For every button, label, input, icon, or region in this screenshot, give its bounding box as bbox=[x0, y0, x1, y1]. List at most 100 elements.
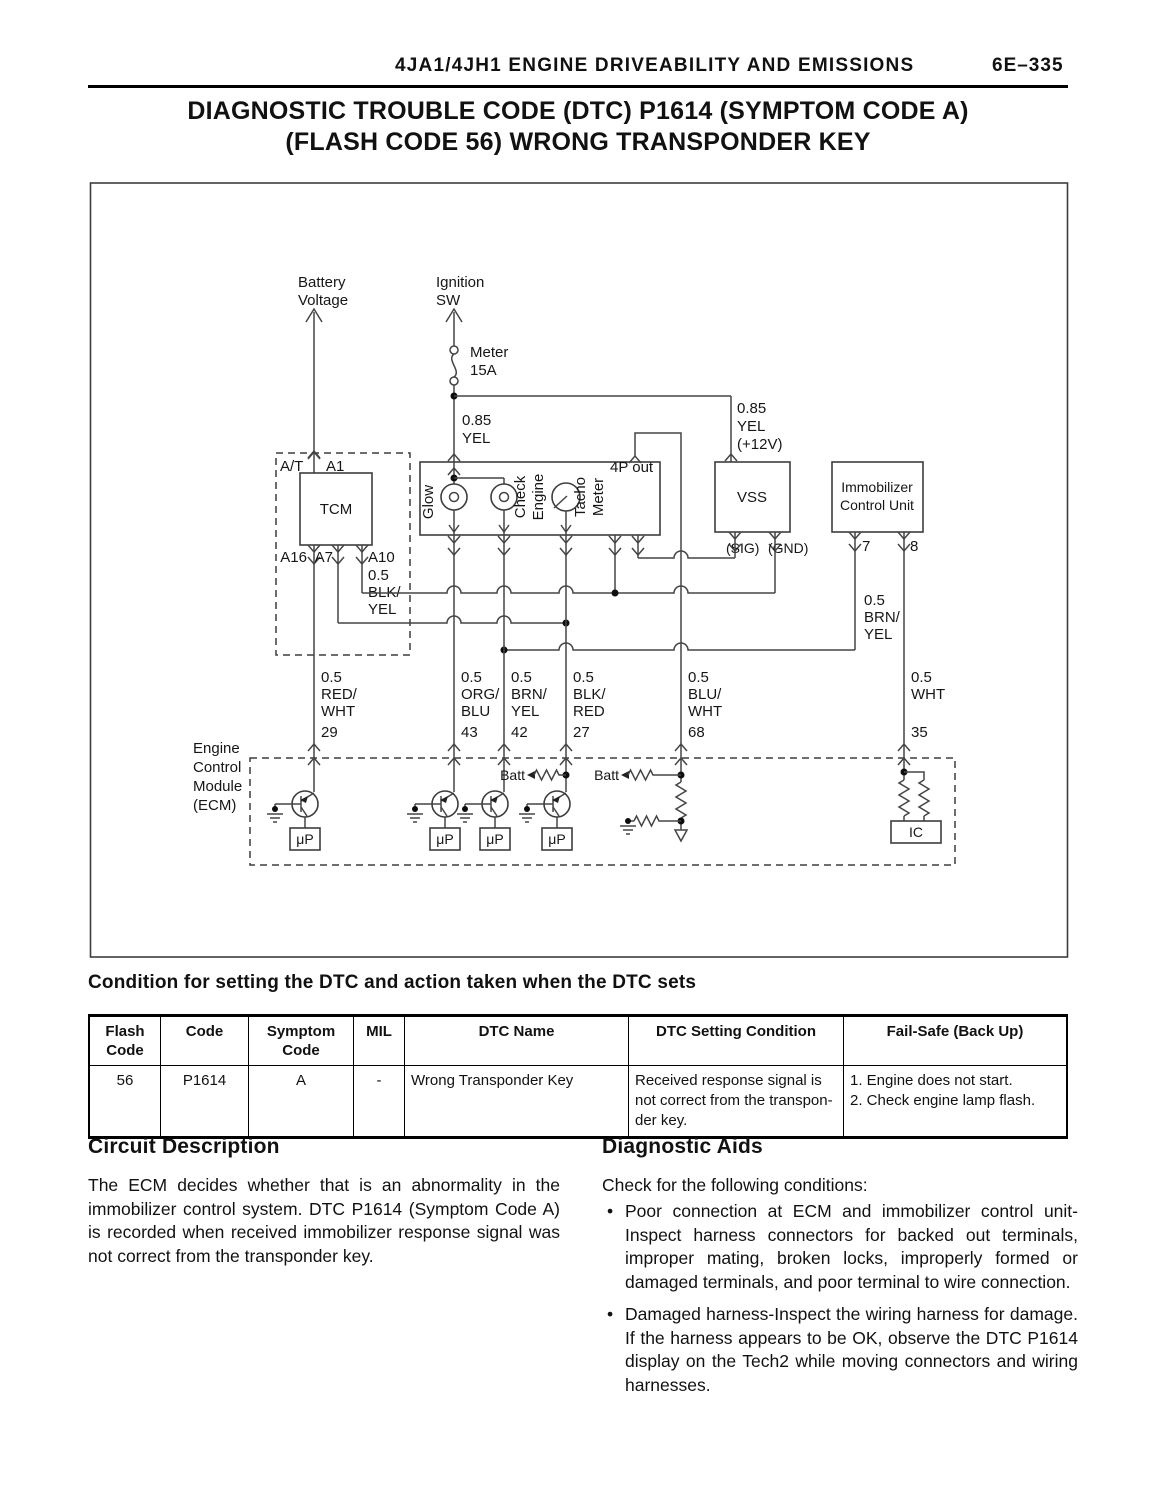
svg-text:Meter: Meter bbox=[590, 478, 607, 516]
ecm-driver-pin27: Batt μP bbox=[500, 766, 573, 851]
svg-text:(+12V): (+12V) bbox=[737, 436, 782, 453]
svg-text:43: 43 bbox=[461, 724, 478, 741]
resistor-icon bbox=[627, 768, 681, 782]
cell-mil: - bbox=[354, 1066, 405, 1136]
svg-text:VSS: VSS bbox=[737, 489, 767, 506]
svg-text:μP: μP bbox=[486, 831, 503, 847]
cell-fail-safe: 1. Engine does not start. 2. Check engin… bbox=[844, 1066, 1066, 1136]
svg-text:0.85: 0.85 bbox=[462, 412, 491, 429]
diagram-frame bbox=[89, 182, 1069, 958]
svg-text:TCM: TCM bbox=[320, 501, 353, 518]
svg-text:RED: RED bbox=[573, 703, 605, 720]
svg-text:8: 8 bbox=[910, 538, 918, 555]
svg-text:0.5: 0.5 bbox=[573, 669, 594, 686]
at-dashed-box bbox=[275, 452, 411, 656]
ecm-pin-connectors bbox=[307, 742, 911, 766]
svg-text:μP: μP bbox=[436, 831, 453, 847]
svg-text:Control Unit: Control Unit bbox=[840, 497, 914, 513]
svg-text:μP: μP bbox=[296, 831, 313, 847]
svg-text:Check: Check bbox=[512, 475, 529, 518]
table-row: 56 P1614 A - Wrong Transponder Key Recei… bbox=[90, 1066, 1066, 1136]
svg-text:29: 29 bbox=[321, 724, 338, 741]
vss-block: VSS (SIG) (GND) bbox=[714, 452, 808, 593]
svg-text:A16: A16 bbox=[280, 549, 307, 566]
ecm-driver-pin43: μP bbox=[407, 766, 461, 851]
svg-text:YEL: YEL bbox=[462, 430, 490, 447]
dtc-title-line1: DIAGNOSTIC TROUBLE CODE (DTC) P1614 (SYM… bbox=[187, 97, 969, 125]
svg-text:35: 35 bbox=[911, 724, 928, 741]
svg-text:Voltage: Voltage bbox=[298, 292, 348, 309]
up-arrow-icon bbox=[305, 307, 323, 323]
svg-text:15A: 15A bbox=[470, 362, 497, 379]
header-rule bbox=[88, 85, 1068, 88]
ecm-network-pin35: IC bbox=[890, 766, 942, 844]
cell-code: P1614 bbox=[161, 1066, 249, 1136]
svg-text:0.5: 0.5 bbox=[321, 669, 342, 686]
setting-condition-line: not correct from the transpon- bbox=[635, 1092, 833, 1109]
col-header-setting-condition: DTC Setting Condition bbox=[629, 1017, 844, 1065]
left-arrow-icon bbox=[621, 771, 629, 779]
col-header-flash-code: Flash Code bbox=[90, 1017, 161, 1065]
svg-text:0.5: 0.5 bbox=[688, 669, 709, 686]
ignition-sw-feed: Ignition SW bbox=[436, 274, 484, 346]
svg-text:0.5: 0.5 bbox=[911, 669, 932, 686]
fail-safe-line: 2. Check engine lamp flash. bbox=[850, 1092, 1036, 1109]
svg-text:42: 42 bbox=[511, 724, 528, 741]
col-header-symptom-code: Symptom Code bbox=[249, 1017, 354, 1065]
svg-text:YEL: YEL bbox=[368, 601, 396, 618]
svg-text:BRN/: BRN/ bbox=[864, 609, 901, 626]
condition-section-heading: Condition for setting the DTC and action… bbox=[88, 972, 697, 993]
wiring-diagram: Battery Voltage Ignition SW Meter 15A 0.… bbox=[89, 182, 1069, 958]
svg-text:YEL: YEL bbox=[737, 418, 765, 435]
setting-condition-line: der key. bbox=[635, 1112, 688, 1129]
cell-setting-condition: Received response signal is not correct … bbox=[629, 1066, 844, 1136]
svg-text:0.5: 0.5 bbox=[368, 567, 389, 584]
vss-box bbox=[714, 461, 791, 533]
ecm-network-pin68: Batt bbox=[594, 766, 689, 843]
setting-condition-line: Received response signal is bbox=[635, 1072, 822, 1089]
ecm-block: Engine Control Module (ECM) bbox=[193, 740, 956, 866]
col-header-fail-safe: Fail-Safe (Back Up) bbox=[886, 1023, 1024, 1040]
svg-text:0.85: 0.85 bbox=[737, 400, 766, 417]
page-header-title: 4JA1/4JH1 ENGINE DRIVEABILITY AND EMISSI… bbox=[395, 55, 915, 76]
svg-text:A/T: A/T bbox=[280, 458, 303, 475]
svg-text:WHT: WHT bbox=[321, 703, 355, 720]
svg-text:WHT: WHT bbox=[911, 686, 945, 703]
svg-text:Glow: Glow bbox=[420, 485, 437, 519]
cell-flash-code: 56 bbox=[90, 1066, 161, 1136]
svg-text:(ECM): (ECM) bbox=[193, 797, 236, 814]
svg-text:IC: IC bbox=[909, 824, 923, 840]
svg-text:YEL: YEL bbox=[511, 703, 539, 720]
svg-text:Tacho: Tacho bbox=[572, 477, 589, 517]
svg-text:μP: μP bbox=[548, 831, 565, 847]
svg-text:SW: SW bbox=[436, 292, 461, 309]
dtc-title: DIAGNOSTIC TROUBLE CODE (DTC) P1614 (SYM… bbox=[88, 96, 1068, 158]
immobilizer-block: Immobilizer Control Unit 7 8 0.5 BRN/ YE… bbox=[831, 461, 924, 766]
svg-text:Immobilizer: Immobilizer bbox=[841, 479, 913, 495]
svg-text:Engine: Engine bbox=[193, 740, 240, 757]
meter-fuse: Meter 15A bbox=[449, 344, 508, 386]
svg-text:Battery: Battery bbox=[298, 274, 346, 291]
svg-text:4P out: 4P out bbox=[610, 459, 654, 476]
table-header-row: Flash Code Code Symptom Code MIL DTC Nam… bbox=[90, 1017, 1066, 1066]
svg-text:7: 7 bbox=[862, 538, 870, 555]
svg-text:0.5: 0.5 bbox=[461, 669, 482, 686]
glow-lamp-icon bbox=[440, 483, 468, 511]
ignition-bus: 0.85 YEL 0.85 YEL (+12V) bbox=[450, 385, 782, 462]
microprocessor-box bbox=[429, 827, 461, 851]
svg-text:Batt: Batt bbox=[594, 767, 619, 783]
svg-text:YEL: YEL bbox=[864, 626, 892, 643]
svg-text:Control: Control bbox=[193, 759, 241, 776]
resistor-icon bbox=[674, 781, 688, 819]
svg-text:WHT: WHT bbox=[688, 703, 722, 720]
battery-voltage-feed: Battery Voltage bbox=[298, 274, 348, 473]
fail-safe-line: 1. Engine does not start. bbox=[850, 1072, 1013, 1089]
cell-symptom-code: A bbox=[249, 1066, 354, 1136]
ic-box bbox=[890, 820, 942, 844]
down-arrow-icon bbox=[673, 829, 689, 843]
cell-dtc-name: Wrong Transponder Key bbox=[405, 1066, 629, 1136]
svg-text:68: 68 bbox=[688, 724, 705, 741]
svg-text:ORG/: ORG/ bbox=[461, 686, 500, 703]
svg-text:0.5: 0.5 bbox=[511, 669, 532, 686]
